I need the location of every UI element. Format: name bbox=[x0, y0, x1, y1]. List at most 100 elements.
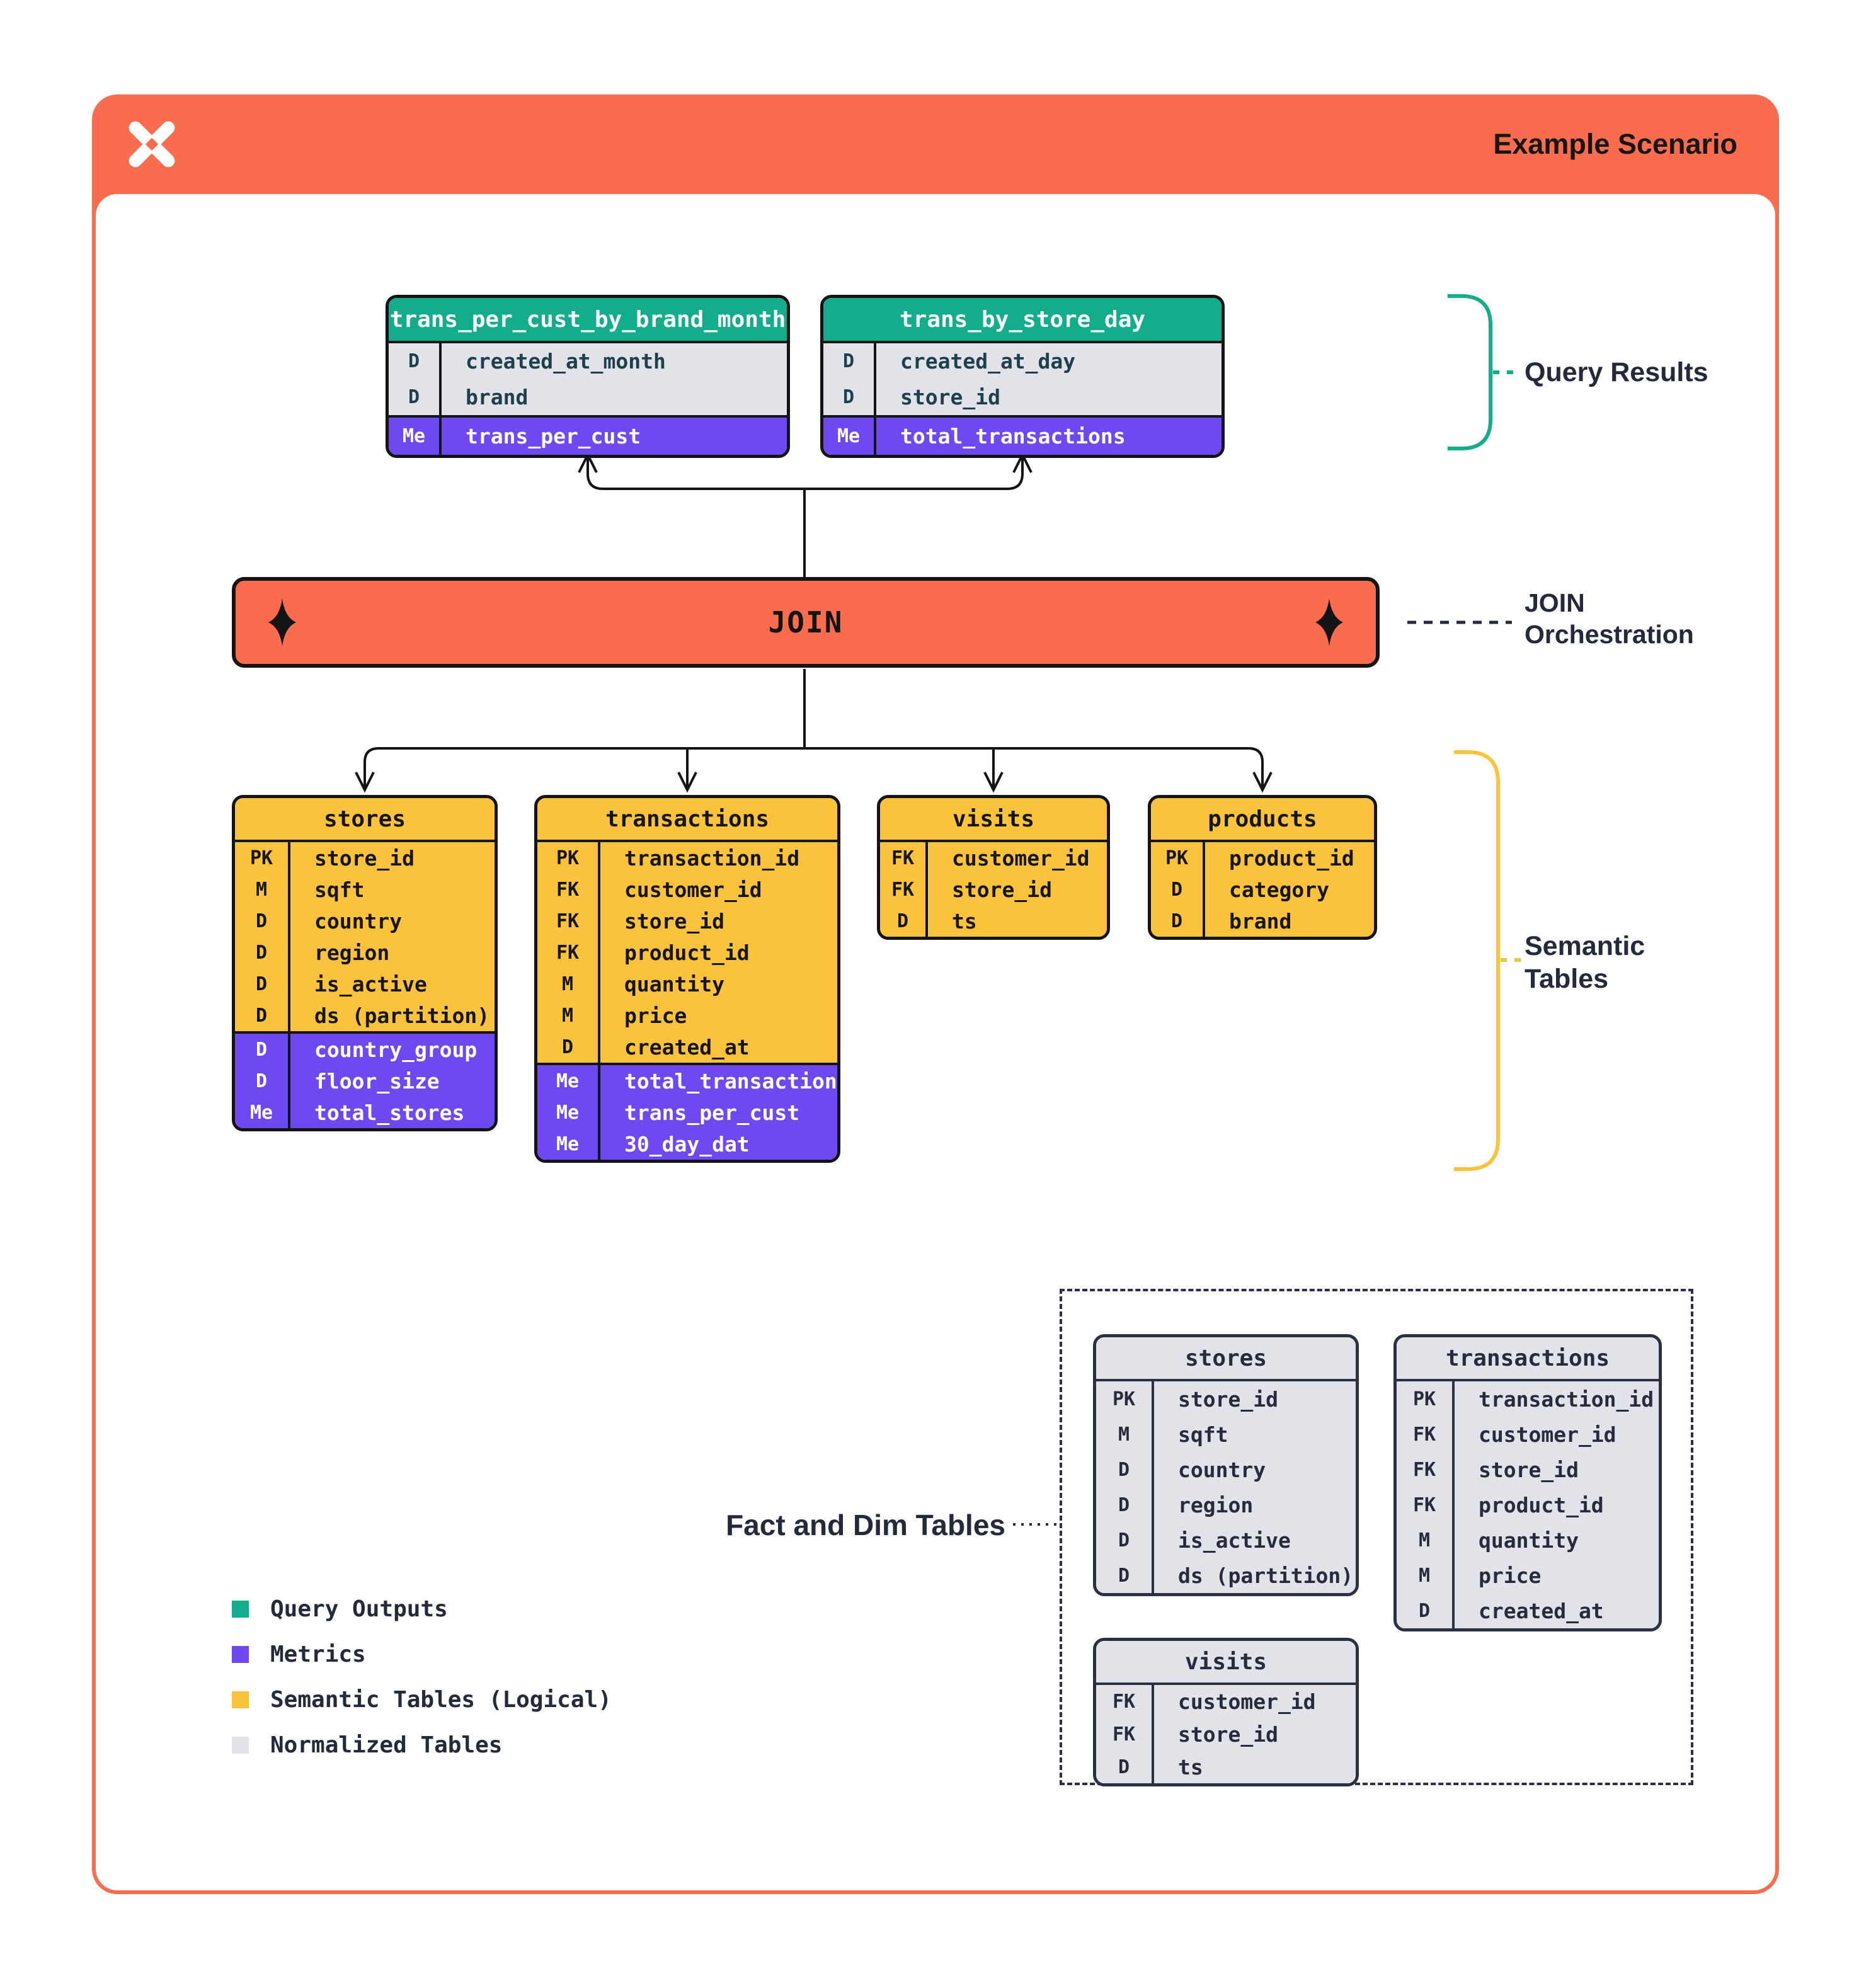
table-row: Me total_transactions bbox=[537, 1065, 837, 1097]
row-field-name: store_id bbox=[314, 845, 415, 871]
row-key: Me bbox=[537, 1097, 600, 1128]
row-key: FK bbox=[537, 905, 600, 937]
row-field-name: transaction_id bbox=[624, 845, 800, 871]
row-field-name: ts bbox=[952, 908, 977, 934]
row-field-name: sqft bbox=[1178, 1422, 1228, 1447]
row-field-name: created_at_day bbox=[900, 349, 1076, 374]
row-field-name: created_at bbox=[1479, 1598, 1604, 1623]
table-row: Me trans_per_cust bbox=[389, 418, 787, 455]
row-field-name: region bbox=[314, 940, 390, 965]
row-key: D bbox=[823, 343, 876, 379]
row-field-name: transaction_id bbox=[1479, 1386, 1654, 1412]
query-results-label: Query Results bbox=[1525, 357, 1708, 387]
row-field-name: total_stores bbox=[314, 1100, 465, 1125]
row-field-name: total_transactions bbox=[624, 1068, 840, 1094]
row-field-name: trans_per_cust bbox=[466, 424, 641, 448]
row-field-name: product_id bbox=[1479, 1492, 1604, 1517]
row-field-name: product_id bbox=[1229, 845, 1354, 871]
legend-item: Query Outputs bbox=[232, 1596, 612, 1622]
sparkle-icon bbox=[268, 598, 296, 646]
label-line: Semantic bbox=[1525, 931, 1645, 961]
row-field-name: brand bbox=[1229, 908, 1292, 934]
label-line: JOIN bbox=[1525, 588, 1585, 617]
row-key: D bbox=[235, 905, 290, 937]
row-field-name: customer_id bbox=[624, 877, 762, 902]
row-field-name: brand bbox=[466, 385, 529, 409]
row-field-name: store_id bbox=[952, 877, 1052, 902]
legend-item: Semantic Tables (Logical) bbox=[232, 1687, 612, 1713]
row-field-name: country bbox=[1178, 1457, 1266, 1482]
row-key: D bbox=[235, 937, 290, 968]
row-key: FK bbox=[1096, 1685, 1154, 1718]
row-key: PK bbox=[1397, 1381, 1455, 1417]
row-field-name: store_id bbox=[1178, 1386, 1278, 1412]
row-key: D bbox=[1096, 1487, 1154, 1522]
fact-dim-label: Fact and Dim Tables bbox=[726, 1509, 1005, 1541]
row-field-name: country bbox=[314, 908, 403, 934]
row-field-name: total_transactions bbox=[900, 424, 1126, 448]
row-field-name: customer_id bbox=[952, 845, 1090, 871]
legend-label: Metrics bbox=[270, 1642, 366, 1667]
legend-label: Semantic Tables (Logical) bbox=[270, 1687, 612, 1713]
row-field-name: country_group bbox=[314, 1037, 478, 1062]
row-field-name: price bbox=[1479, 1563, 1542, 1588]
row-key: D bbox=[880, 905, 928, 937]
row-field-name: quantity bbox=[624, 971, 724, 997]
row-key: FK bbox=[537, 937, 600, 968]
row-key: Me bbox=[389, 418, 442, 455]
row-field-name: created_at bbox=[624, 1034, 750, 1060]
table-title: stores bbox=[235, 798, 495, 842]
table-title: trans_by_store_day bbox=[823, 298, 1222, 343]
row-field-name: trans_per_cust bbox=[624, 1100, 800, 1125]
table-title: transactions bbox=[537, 798, 837, 842]
row-key: Me bbox=[823, 418, 876, 455]
row-key: Me bbox=[537, 1065, 600, 1097]
row-key: D bbox=[1096, 1558, 1154, 1593]
legend-swatch-icon bbox=[232, 1737, 249, 1754]
table-row: Me total_transactions bbox=[823, 418, 1222, 455]
legend-label: Query Outputs bbox=[270, 1596, 448, 1622]
table-title: visits bbox=[1096, 1641, 1356, 1685]
legend-label: Normalized Tables bbox=[270, 1732, 503, 1758]
row-key: M bbox=[1096, 1417, 1154, 1452]
row-key: D bbox=[537, 1031, 600, 1063]
